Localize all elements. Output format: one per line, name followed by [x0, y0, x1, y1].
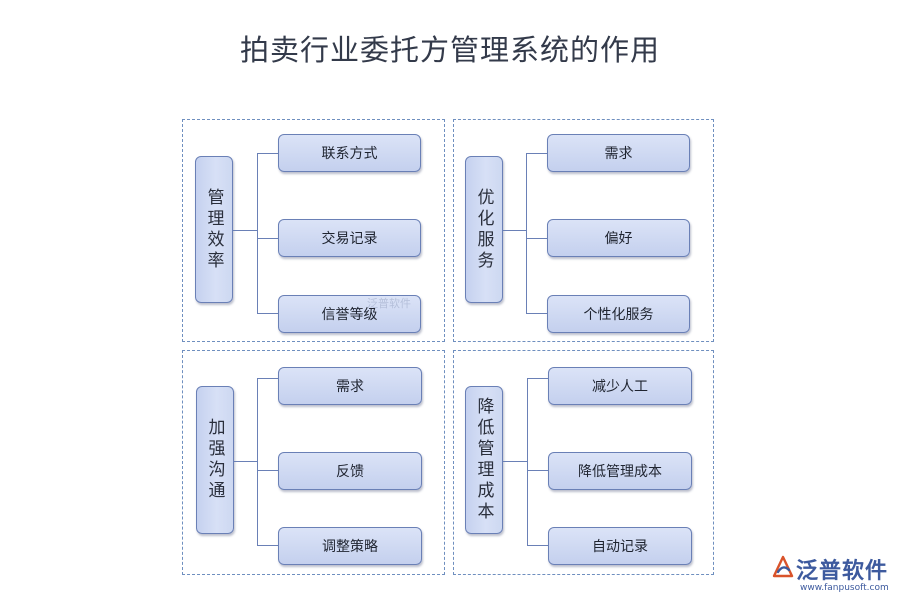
connector-line	[233, 230, 257, 231]
brand-logo: 泛普软件 www.fanpusoft.com	[770, 552, 895, 596]
connector-line	[257, 238, 279, 239]
panel-management-efficiency	[182, 119, 445, 342]
diagram-title: 拍卖行业委托方管理系统的作用	[239, 33, 660, 67]
root-node-optimize-service: 优化服务	[465, 156, 503, 303]
child-node-reduce-labor: 减少人工	[548, 367, 692, 405]
child-node-adjust-strategy: 调整策略	[278, 527, 422, 565]
connector-bracket	[526, 153, 548, 314]
child-node-reduce-management-cost: 降低管理成本	[548, 452, 692, 490]
panel-optimize-service	[453, 119, 714, 342]
connector-line	[526, 238, 548, 239]
child-node-needs: 需求	[278, 367, 422, 405]
root-node-reduce-management-cost: 降低管理成本	[465, 386, 503, 534]
panel-reduce-management-cost	[453, 350, 714, 575]
root-label: 降低管理成本	[473, 397, 494, 523]
child-node-credit-rating: 信誉等级	[278, 295, 421, 333]
child-node-contact-method: 联系方式	[278, 134, 421, 172]
child-node-feedback: 反馈	[278, 452, 422, 490]
connector-line	[234, 461, 257, 462]
logo-name: 泛普软件	[796, 559, 889, 584]
root-node-strengthen-communication: 加强沟通	[196, 386, 234, 534]
connector-line	[527, 470, 549, 471]
connector-line	[503, 230, 526, 231]
child-node-transaction-record: 交易记录	[278, 219, 421, 257]
logo-url: www.fanpusoft.com	[800, 583, 889, 593]
root-label: 加强沟通	[204, 418, 225, 502]
child-node-preference: 偏好	[547, 219, 690, 257]
root-node-management-efficiency: 管理效率	[195, 156, 233, 303]
root-label: 管理效率	[203, 187, 224, 272]
panel-strengthen-communication	[182, 350, 445, 575]
connector-line	[503, 461, 527, 462]
fanpu-logo-icon	[772, 555, 794, 578]
connector-bracket	[257, 153, 279, 314]
child-node-auto-record: 自动记录	[548, 527, 692, 565]
watermark: 泛普软件	[367, 297, 411, 310]
root-label: 优化服务	[473, 187, 494, 272]
connector-line	[257, 470, 279, 471]
connector-bracket	[257, 378, 279, 546]
child-node-needs: 需求	[547, 134, 690, 172]
child-node-personalized-service: 个性化服务	[547, 295, 690, 333]
connector-bracket	[527, 378, 549, 546]
